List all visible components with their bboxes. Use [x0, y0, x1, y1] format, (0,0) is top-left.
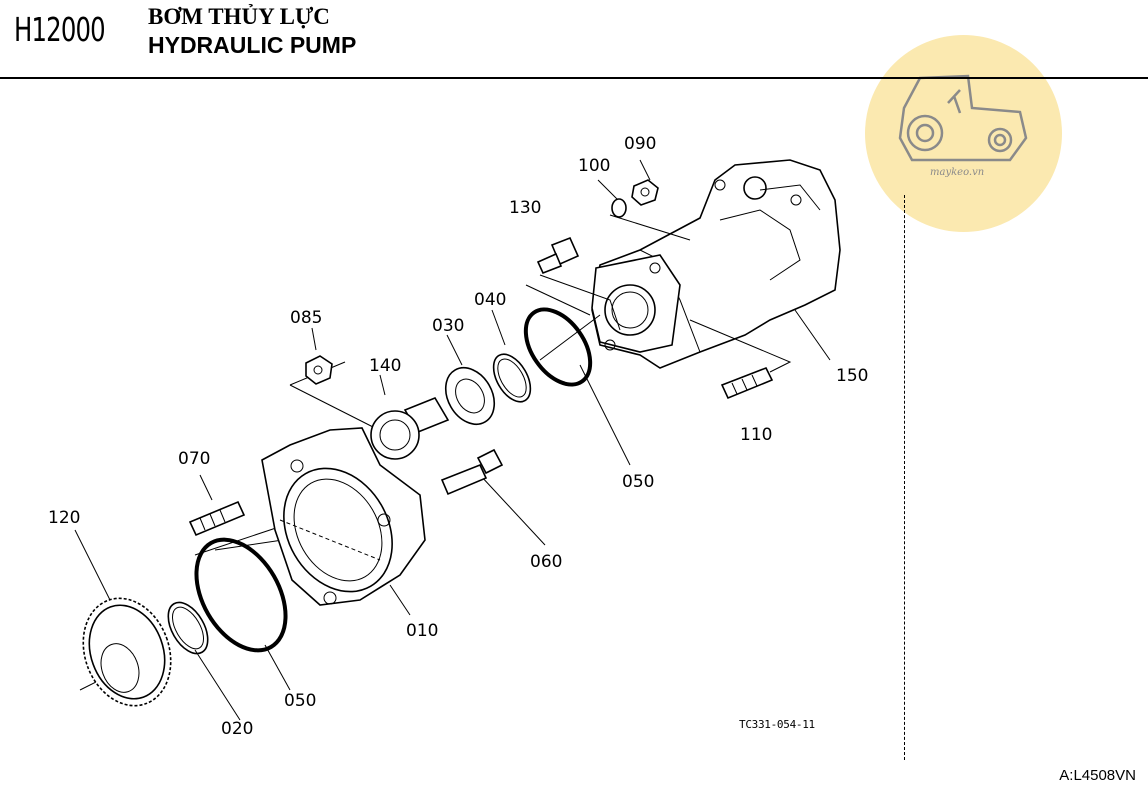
page-divider — [904, 195, 905, 760]
drawing-code: TC331-054-11 — [739, 718, 815, 731]
callout-100: 100 — [578, 156, 611, 176]
page-title-vi: BƠM THỦY LỰC — [148, 4, 330, 29]
snap-ring-020 — [167, 601, 209, 655]
bolt-070 — [440, 448, 504, 496]
callout-030: 030 — [432, 316, 465, 336]
page-title-en: HYDRAULIC PUMP — [148, 32, 357, 58]
callout-110: 110 — [740, 425, 773, 445]
reference-code: A:L4508VN — [1059, 767, 1136, 784]
callout-140: 120 — [48, 508, 81, 528]
callout-020: 020 — [221, 719, 254, 739]
gear-shaft-130 — [370, 397, 450, 460]
callout-010: 010 — [406, 621, 439, 641]
callout-120: 130 — [509, 198, 542, 218]
callout-090: 090 — [624, 134, 657, 154]
fitting-120 — [536, 236, 580, 275]
callout-050: 050 — [284, 691, 317, 711]
callout-040: 040 — [474, 290, 507, 310]
stud-080 — [188, 500, 246, 537]
watermark-logo — [865, 35, 1062, 232]
snap-ring-040 — [492, 353, 532, 403]
callout-150: 150 — [836, 366, 869, 386]
nut-085 — [305, 355, 333, 385]
gear-140 — [82, 597, 172, 707]
pump-body-150 — [591, 159, 841, 369]
callout-130: 140 — [369, 356, 402, 376]
callout-070: 060 — [530, 552, 563, 572]
nut-090-washer-100 — [611, 179, 659, 218]
bearing-030 — [444, 366, 496, 426]
watermark-text: maykeo.vn — [930, 167, 985, 178]
header-rule — [0, 77, 1148, 79]
housing-010 — [261, 427, 426, 606]
o-ring-050 — [194, 537, 288, 653]
o-ring-060 — [523, 307, 593, 387]
callout-060: 050 — [622, 472, 655, 492]
callout-085: 085 — [290, 308, 323, 328]
callout-080: 070 — [178, 449, 211, 469]
stud-110 — [720, 366, 774, 400]
tractor-logo-icon — [898, 74, 1028, 162]
section-code: H12000 — [14, 10, 106, 49]
